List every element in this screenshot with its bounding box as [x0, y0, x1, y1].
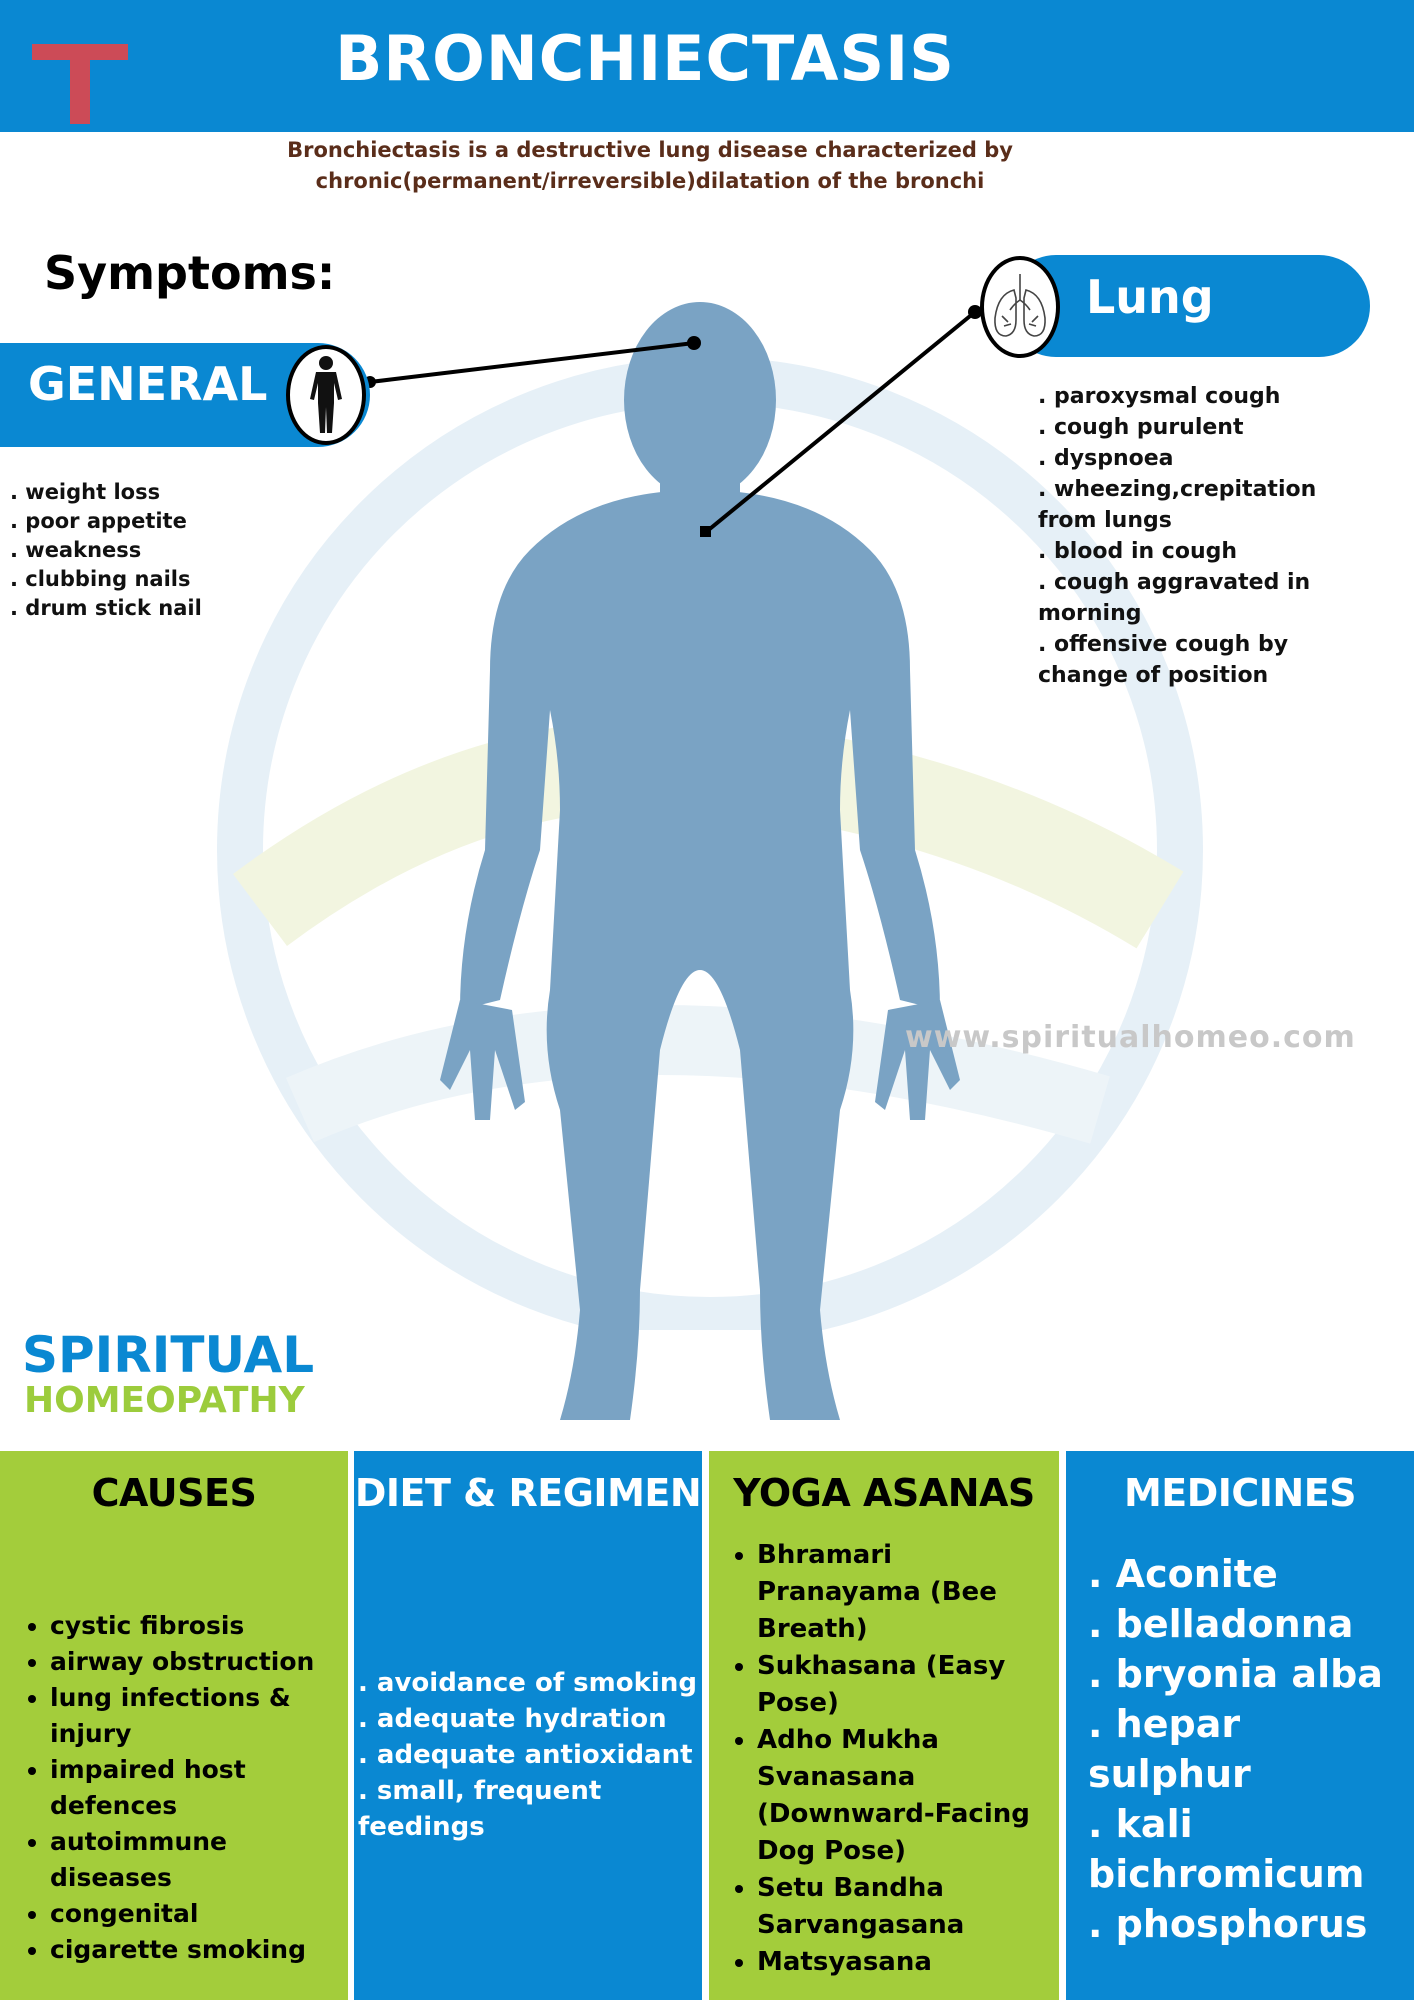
- medicines-heading: MEDICINES: [1123, 1471, 1357, 1515]
- human-silhouette-icon: [310, 356, 342, 433]
- list-item: . phosphorus: [1088, 1902, 1368, 1946]
- list-item: . avoidance of smoking: [358, 1668, 697, 1698]
- list-item: . adequate antioxidant: [358, 1740, 693, 1770]
- list-item: . hepar sulphur: [1088, 1702, 1251, 1796]
- list-item: . kali bichromicum: [1088, 1802, 1365, 1896]
- page-title: BRONCHIECTASIS: [335, 22, 955, 95]
- list-item: Bhramari Pranayama (Bee Breath): [757, 1537, 1057, 1648]
- diet-heading: DIET & REGIMEN: [354, 1471, 702, 1515]
- brand-homeopathy: HOMEOPATHY: [24, 1380, 305, 1421]
- list-item: . wheezing,crepitation from lungs: [1038, 477, 1317, 533]
- general-icon-frame: [286, 345, 366, 445]
- intro-line-1: Bronchiectasis is a destructive lung dis…: [287, 138, 1013, 162]
- list-item: impaired host defences: [50, 1752, 350, 1824]
- brand-spiritual: SPIRITUAL: [22, 1326, 315, 1384]
- causes-list: cystic fibrosis airway obstruction lung …: [50, 1608, 350, 1968]
- list-item: . bryonia alba: [1088, 1652, 1383, 1696]
- lung-label: Lung: [1086, 270, 1214, 324]
- intro-line-2: chronic(permanent/irreversible)dilatatio…: [315, 169, 985, 193]
- list-item: . adequate hydration: [358, 1704, 667, 1734]
- list-item: autoimmune diseases: [50, 1824, 350, 1896]
- list-item: . drum stick nail: [10, 596, 202, 620]
- list-item: . paroxysmal cough: [1038, 384, 1281, 409]
- diet-panel: DIET & REGIMEN . avoidance of smoking . …: [354, 1451, 702, 2000]
- list-item: . clubbing nails: [10, 567, 191, 591]
- t-logo-icon: [32, 44, 128, 124]
- website-watermark: www.spiritualhomeo.com: [905, 1020, 1356, 1055]
- list-item: . blood in cough: [1038, 539, 1238, 564]
- intro-text: Bronchiectasis is a destructive lung dis…: [250, 135, 1050, 197]
- list-item: . weakness: [10, 538, 142, 562]
- list-item: cystic fibrosis: [50, 1608, 350, 1644]
- list-item: . poor appetite: [10, 509, 187, 533]
- diet-list: . avoidance of smoking . adequate hydrat…: [358, 1665, 702, 1845]
- medicines-panel: MEDICINES . Aconite . belladonna . bryon…: [1066, 1451, 1414, 2000]
- list-item: . cough aggravated in morning: [1038, 570, 1311, 626]
- symptoms-heading: Symptoms:: [44, 246, 336, 300]
- list-item: lung infections & injury: [50, 1680, 350, 1752]
- list-item: . weight loss: [10, 480, 161, 504]
- header-bar: BRONCHIECTASIS: [0, 0, 1414, 132]
- list-item: congenital: [50, 1896, 350, 1932]
- list-item: . dyspnoea: [1038, 446, 1174, 471]
- lung-pill: [1005, 255, 1370, 357]
- list-item: . offensive cough by change of position: [1038, 632, 1289, 688]
- list-item: . small, frequent feedings: [358, 1776, 602, 1842]
- list-item: Matsyasana: [757, 1944, 1057, 1981]
- connector-lines: [364, 305, 982, 537]
- list-item: . belladonna: [1088, 1602, 1354, 1646]
- lung-symptom-list: . paroxysmal cough . cough purulent . dy…: [1038, 381, 1338, 691]
- yoga-heading: YOGA ASANAS: [733, 1471, 1035, 1515]
- lungs-icon: [994, 274, 1046, 337]
- general-label: GENERAL: [28, 357, 268, 411]
- list-item: Setu Bandha Sarvangasana: [757, 1870, 1057, 1944]
- human-body-figure: [440, 302, 960, 1420]
- list-item: . Aconite: [1088, 1552, 1278, 1596]
- yoga-panel: YOGA ASANAS Bhramari Pranayama (Bee Brea…: [709, 1451, 1059, 2000]
- causes-heading: CAUSES: [91, 1471, 257, 1515]
- lung-icon-frame: [980, 256, 1060, 358]
- list-item: . cough purulent: [1038, 415, 1244, 440]
- list-item: airway obstruction: [50, 1644, 350, 1680]
- list-item: cigarette smoking: [50, 1932, 350, 1968]
- causes-panel: CAUSES cystic fibrosis airway obstructio…: [0, 1451, 348, 2000]
- medicines-list: . Aconite . belladonna . bryonia alba . …: [1088, 1549, 1414, 1949]
- list-item: Sukhasana (Easy Pose): [757, 1648, 1057, 1722]
- general-symptom-list: . weight loss . poor appetite . weakness…: [10, 478, 202, 623]
- list-item: Adho Mukha Svanasana (Downward-Facing Do…: [757, 1722, 1057, 1870]
- yoga-list: Bhramari Pranayama (Bee Breath) Sukhasan…: [757, 1537, 1057, 1981]
